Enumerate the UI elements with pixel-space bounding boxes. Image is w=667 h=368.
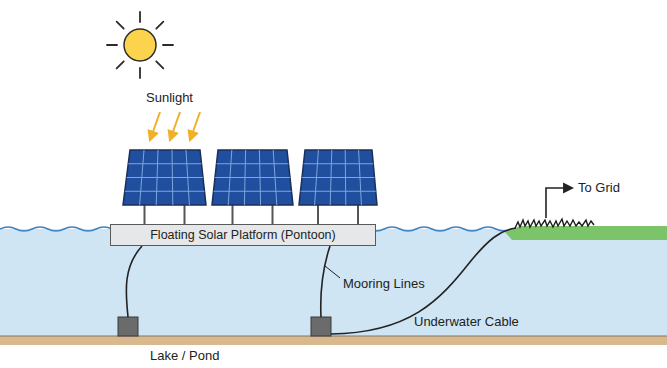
sunlight-rays xyxy=(150,112,200,140)
anchor-block xyxy=(311,317,331,336)
sun xyxy=(107,12,173,78)
anchor-block xyxy=(118,317,138,336)
part-label: To Grid xyxy=(578,180,620,196)
solar-panel xyxy=(123,150,206,224)
part-label: Underwater Cable xyxy=(414,314,519,330)
mooring-line xyxy=(126,246,142,317)
pontoon-platform: Floating Solar Platform (Pontoon) xyxy=(110,224,376,246)
mooring-line xyxy=(321,246,330,317)
solar-panels xyxy=(123,150,377,224)
solar-panel xyxy=(299,150,377,224)
shore xyxy=(505,226,667,240)
node-text: Floating Solar Platform (Pontoon) xyxy=(150,228,336,242)
solar-panel xyxy=(212,150,293,224)
region-label: Lake / Pond xyxy=(150,348,219,364)
part-label: Mooring Lines xyxy=(343,276,425,292)
lake-bed xyxy=(0,336,667,345)
leader-line xyxy=(325,266,340,278)
grass xyxy=(515,219,594,228)
sunlight-label: Sunlight xyxy=(146,90,193,106)
grid-arrow xyxy=(546,188,572,218)
